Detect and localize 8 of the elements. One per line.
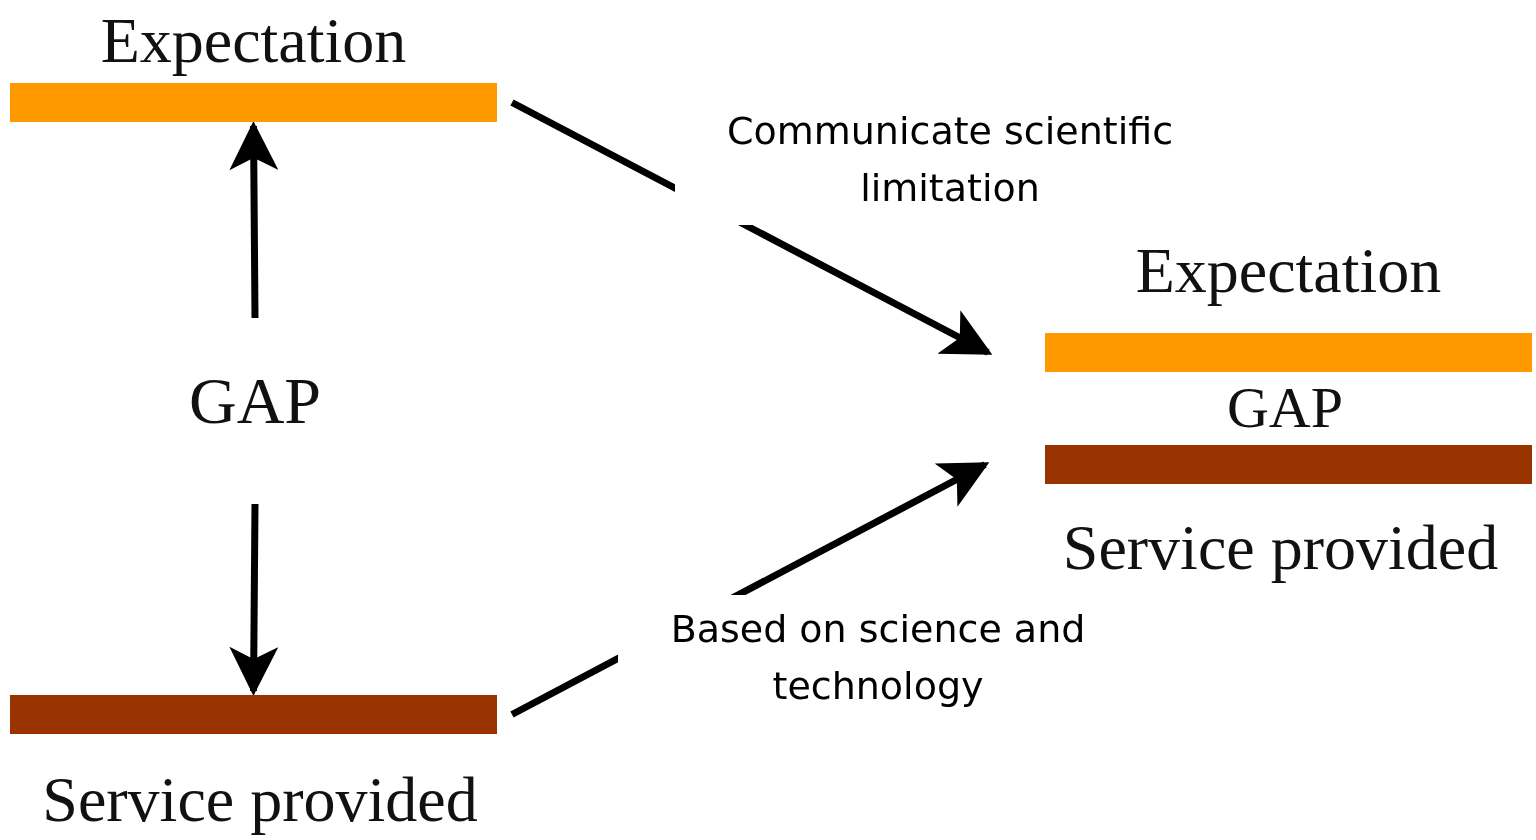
level-heading: Expectation [1134,234,1443,308]
level-heading: Expectation [99,5,408,77]
gap-label: GAP [1190,376,1380,440]
level-heading: Service provided [1061,511,1500,585]
arrow [229,121,279,319]
gap-label: GAP [165,360,345,442]
arrow [229,503,279,696]
level-heading: Service provided [41,763,479,837]
